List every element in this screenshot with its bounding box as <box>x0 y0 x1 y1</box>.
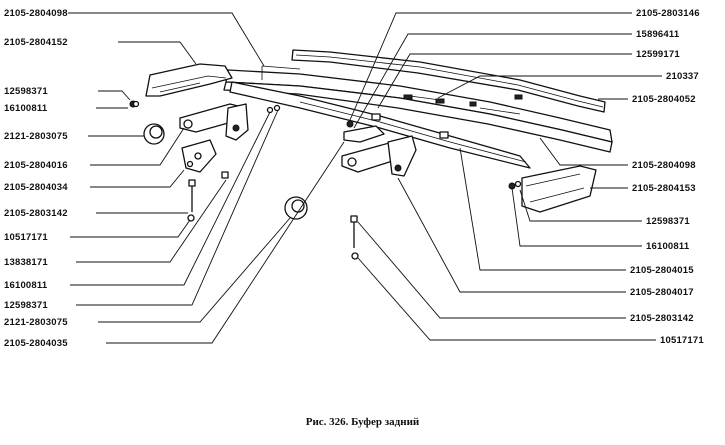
leader-lines-left <box>68 12 345 344</box>
lower-beam <box>229 81 531 169</box>
label-right-2: 15896411 <box>636 29 680 40</box>
label-left-10: 13838171 <box>4 257 48 268</box>
label-left-13: 2121-2803075 <box>4 317 68 328</box>
label-left-7: 2105-2804034 <box>4 182 68 193</box>
figure-caption: Рис. 326. Буфер задний <box>305 416 420 428</box>
label-right-6: 2105-2804098 <box>632 160 696 171</box>
left-rubber-stop <box>143 123 165 145</box>
label-right-5: 2105-2804052 <box>632 94 696 105</box>
label-right-10: 2105-2804015 <box>630 265 694 276</box>
label-right-13: 10517171 <box>660 335 704 346</box>
label-left-6: 2105-2804016 <box>4 160 68 171</box>
label-right-9: 16100811 <box>646 241 690 252</box>
left-bracket <box>179 103 249 173</box>
label-left-14: 2105-2804035 <box>4 338 68 349</box>
label-left-2: 2105-2804152 <box>4 37 68 48</box>
label-left-12: 12598371 <box>4 300 48 311</box>
right-end-cap <box>521 165 597 213</box>
centre-rubber-stop <box>284 196 308 220</box>
label-right-8: 12598371 <box>646 216 690 227</box>
upper-trim-strip <box>291 49 606 113</box>
label-right-3: 12599171 <box>636 49 680 60</box>
label-left-11: 16100811 <box>4 280 48 291</box>
label-left-1: 2105-2804098 <box>4 8 68 19</box>
right-bracket <box>341 125 417 177</box>
label-left-5: 2121-2803075 <box>4 131 68 142</box>
label-left-3: 12598371 <box>4 86 48 97</box>
left-end-cap <box>145 63 233 97</box>
fasteners <box>129 100 522 260</box>
leader-lines-right <box>349 12 662 341</box>
label-left-4: 16100811 <box>4 103 48 114</box>
label-right-7: 2105-2804153 <box>632 183 696 194</box>
label-right-1: 2105-2803146 <box>636 8 700 19</box>
label-left-8: 2105-2803142 <box>4 208 68 219</box>
label-right-12: 2105-2803142 <box>630 313 694 324</box>
label-right-11: 2105-2804017 <box>630 287 694 298</box>
label-left-9: 10517171 <box>4 232 48 243</box>
label-right-4: 210337 <box>666 71 699 82</box>
